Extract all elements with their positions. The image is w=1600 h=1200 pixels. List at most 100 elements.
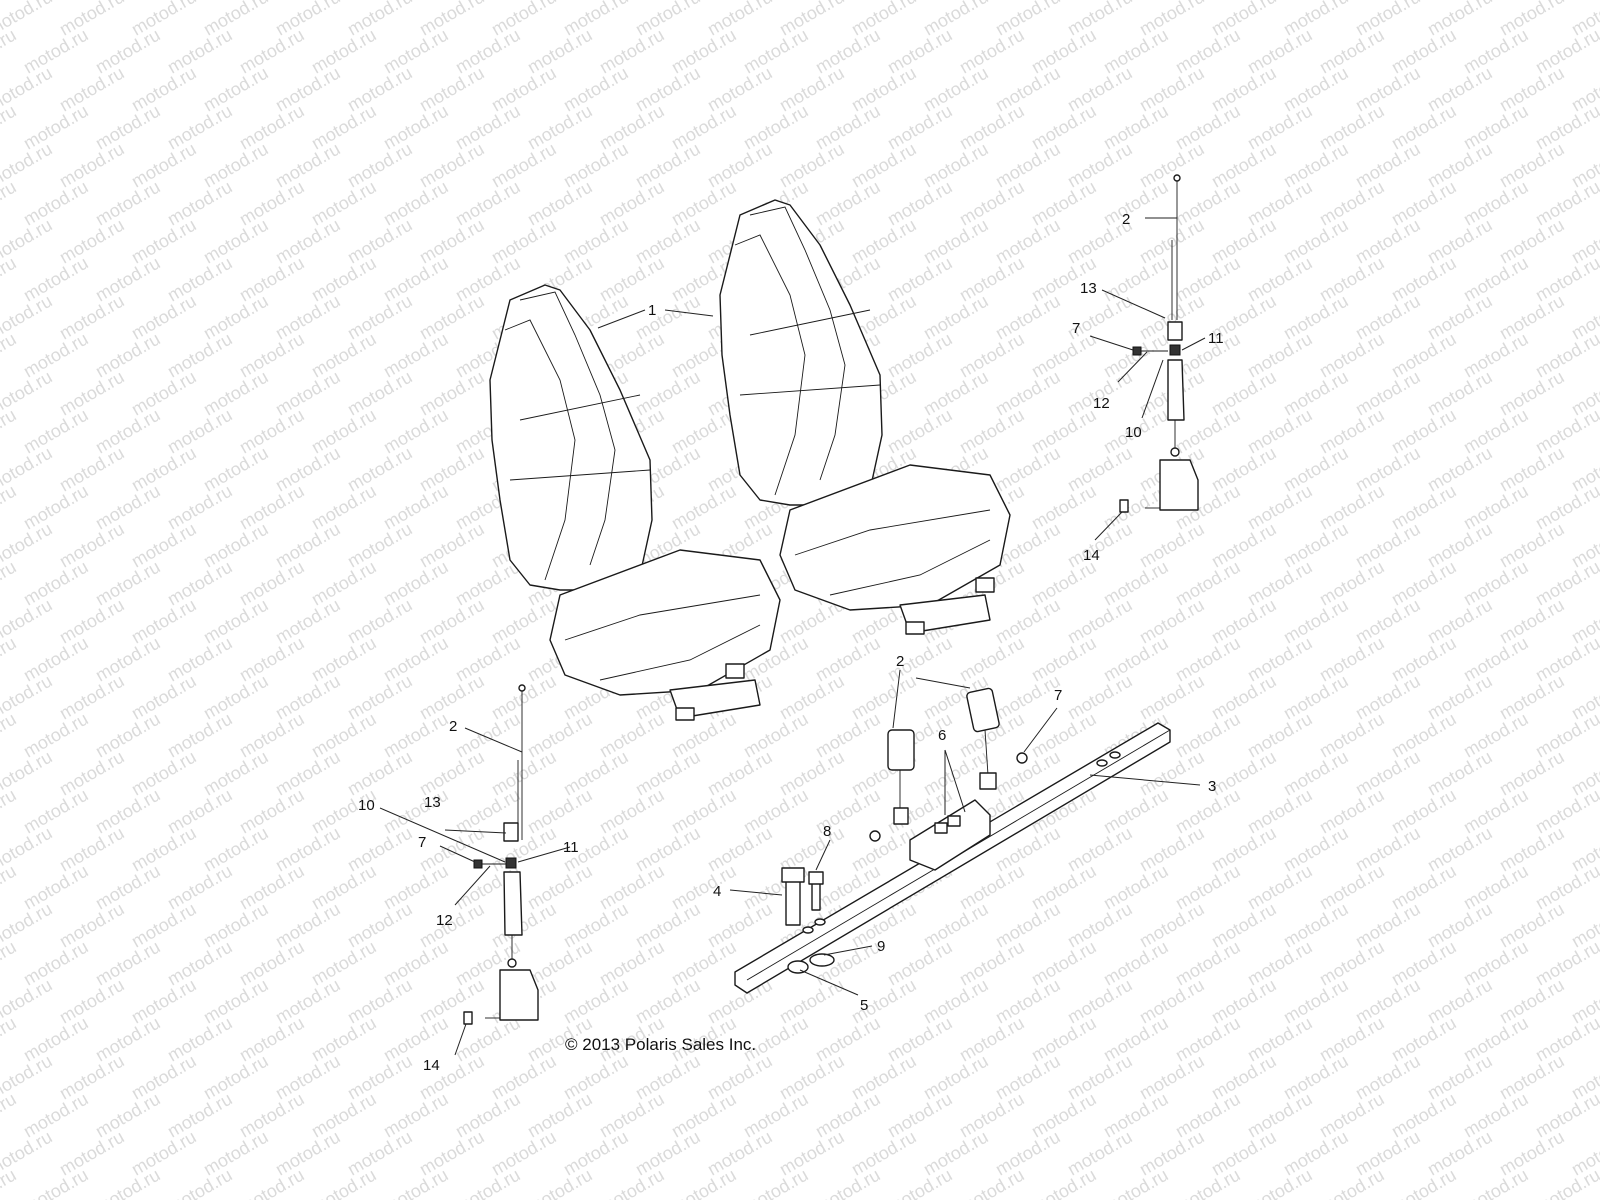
watermark-text: motod.ru xyxy=(632,975,704,1028)
watermark-text: motod.ru xyxy=(200,595,272,648)
seatbelt-assembly-right[interactable] xyxy=(1119,174,1199,513)
watermark-text: motod.ru xyxy=(524,25,596,78)
watermark-text: motod.ru xyxy=(344,595,416,648)
watermark-text: motod.ru xyxy=(1064,595,1136,648)
watermark-text: motod.ru xyxy=(1460,785,1532,838)
watermark-text: motod.ru xyxy=(200,1051,272,1104)
watermark-text: motod.ru xyxy=(380,633,452,686)
watermark-text: motod.ru xyxy=(344,367,416,420)
watermark-text: motod.ru xyxy=(1532,177,1600,230)
callout-belt-left-2: 2 xyxy=(449,718,457,735)
watermark-text: motod.ru xyxy=(956,405,1028,458)
crossbar[interactable] xyxy=(734,722,1171,994)
watermark-text: motod.ru xyxy=(20,329,92,382)
watermark-text: motod.ru xyxy=(1388,405,1460,458)
watermark-text: motod.ru xyxy=(1208,367,1280,420)
watermark-text: motod.ru xyxy=(272,671,344,724)
watermark-text: motod.ru xyxy=(416,215,488,268)
buckle-left[interactable] xyxy=(887,729,915,825)
watermark-text: motod.ru xyxy=(1028,101,1100,154)
watermark-text: motod.ru xyxy=(1532,101,1600,154)
watermark-text: motod.ru xyxy=(1460,557,1532,610)
watermark-text: motod.ru xyxy=(1352,215,1424,268)
watermark-text: motod.ru xyxy=(1028,861,1100,914)
callout-part-left-14: 14 xyxy=(423,1057,440,1074)
watermark-text: motod.ru xyxy=(1316,253,1388,306)
watermark-text: motod.ru xyxy=(1496,367,1568,420)
watermark-text: motod.ru xyxy=(56,519,128,572)
watermark-text: motod.ru xyxy=(1136,975,1208,1028)
seatbelt-assembly-left[interactable] xyxy=(463,684,539,1025)
watermark-text: motod.ru xyxy=(128,215,200,268)
watermark-text: motod.ru xyxy=(1280,291,1352,344)
watermark-text: motod.ru xyxy=(560,139,632,192)
watermark-text: motod.ru xyxy=(236,101,308,154)
watermark-text: motod.ru xyxy=(560,215,632,268)
watermark-text: motod.ru xyxy=(1028,1165,1100,1200)
copyright-notice: © 2013 Polaris Sales Inc. xyxy=(565,1035,756,1054)
watermark-text: motod.ru xyxy=(1244,557,1316,610)
watermark-text: motod.ru xyxy=(884,1089,956,1142)
watermark-text: motod.ru xyxy=(632,291,704,344)
watermark-text: motod.ru xyxy=(92,709,164,762)
watermark-text: motod.ru xyxy=(1424,1051,1496,1104)
watermark-text: motod.ru xyxy=(1064,63,1136,116)
watermark-text: motod.ru xyxy=(308,861,380,914)
watermark-text: motod.ru xyxy=(164,329,236,382)
watermark-text: motod.ru xyxy=(992,291,1064,344)
watermark-text: motod.ru xyxy=(1532,405,1600,458)
watermark-text: motod.ru xyxy=(416,63,488,116)
watermark-text: motod.ru xyxy=(164,557,236,610)
watermark-text: motod.ru xyxy=(1244,709,1316,762)
callout-washer-9: 9 xyxy=(877,938,885,955)
seat-left[interactable] xyxy=(489,284,781,721)
watermark-text: motod.ru xyxy=(0,937,20,990)
watermark-text: motod.ru xyxy=(344,291,416,344)
watermark-text: motod.ru xyxy=(416,975,488,1028)
watermark-text: motod.ru xyxy=(128,747,200,800)
watermark-text: motod.ru xyxy=(1172,861,1244,914)
watermark-text: motod.ru xyxy=(92,329,164,382)
watermark-text: motod.ru xyxy=(920,139,992,192)
watermark-text: motod.ru xyxy=(560,63,632,116)
watermark-text: motod.ru xyxy=(92,1013,164,1066)
watermark-text: motod.ru xyxy=(1244,633,1316,686)
watermark-text: motod.ru xyxy=(1244,785,1316,838)
watermark-text: motod.ru xyxy=(164,709,236,762)
watermark-text: motod.ru xyxy=(596,861,668,914)
watermark-text: motod.ru xyxy=(488,823,560,876)
watermark-text: motod.ru xyxy=(776,1051,848,1104)
watermark-text: motod.ru xyxy=(0,177,20,230)
watermark-text: motod.ru xyxy=(1316,709,1388,762)
callout-part-right-12: 12 xyxy=(1093,395,1110,412)
callout-part-right-10: 10 xyxy=(1125,424,1142,441)
watermark-text: motod.ru xyxy=(56,215,128,268)
watermark-text: motod.ru xyxy=(956,177,1028,230)
watermark-text: motod.ru xyxy=(1028,25,1100,78)
watermark-text: motod.ru xyxy=(1028,177,1100,230)
watermark-text: motod.ru xyxy=(20,861,92,914)
watermark-text: motod.ru xyxy=(1280,519,1352,572)
watermark-text: motod.ru xyxy=(380,1089,452,1142)
watermark-text: motod.ru xyxy=(308,937,380,990)
watermark-text: motod.ru xyxy=(1424,899,1496,952)
watermark-text: motod.ru xyxy=(0,329,20,382)
watermark-text: motod.ru xyxy=(0,101,20,154)
watermark-text: motod.ru xyxy=(344,63,416,116)
watermark-text: motod.ru xyxy=(1316,861,1388,914)
watermark-text: motod.ru xyxy=(632,747,704,800)
buckle-right[interactable] xyxy=(966,687,1000,790)
watermark-text: motod.ru xyxy=(1172,1013,1244,1066)
watermark-text: motod.ru xyxy=(884,633,956,686)
watermark-text: motod.ru xyxy=(380,25,452,78)
watermark-text: motod.ru xyxy=(560,747,632,800)
watermark-text: motod.ru xyxy=(812,25,884,78)
watermark-text: motod.ru xyxy=(848,1127,920,1180)
watermark-text: motod.ru xyxy=(344,899,416,952)
seat-right[interactable] xyxy=(719,199,1011,635)
watermark-text: motod.ru xyxy=(596,785,668,838)
watermark-text: motod.ru xyxy=(812,101,884,154)
callout-nut-5: 5 xyxy=(860,997,868,1014)
watermark-text: motod.ru xyxy=(128,139,200,192)
watermark-text: motod.ru xyxy=(524,1165,596,1200)
